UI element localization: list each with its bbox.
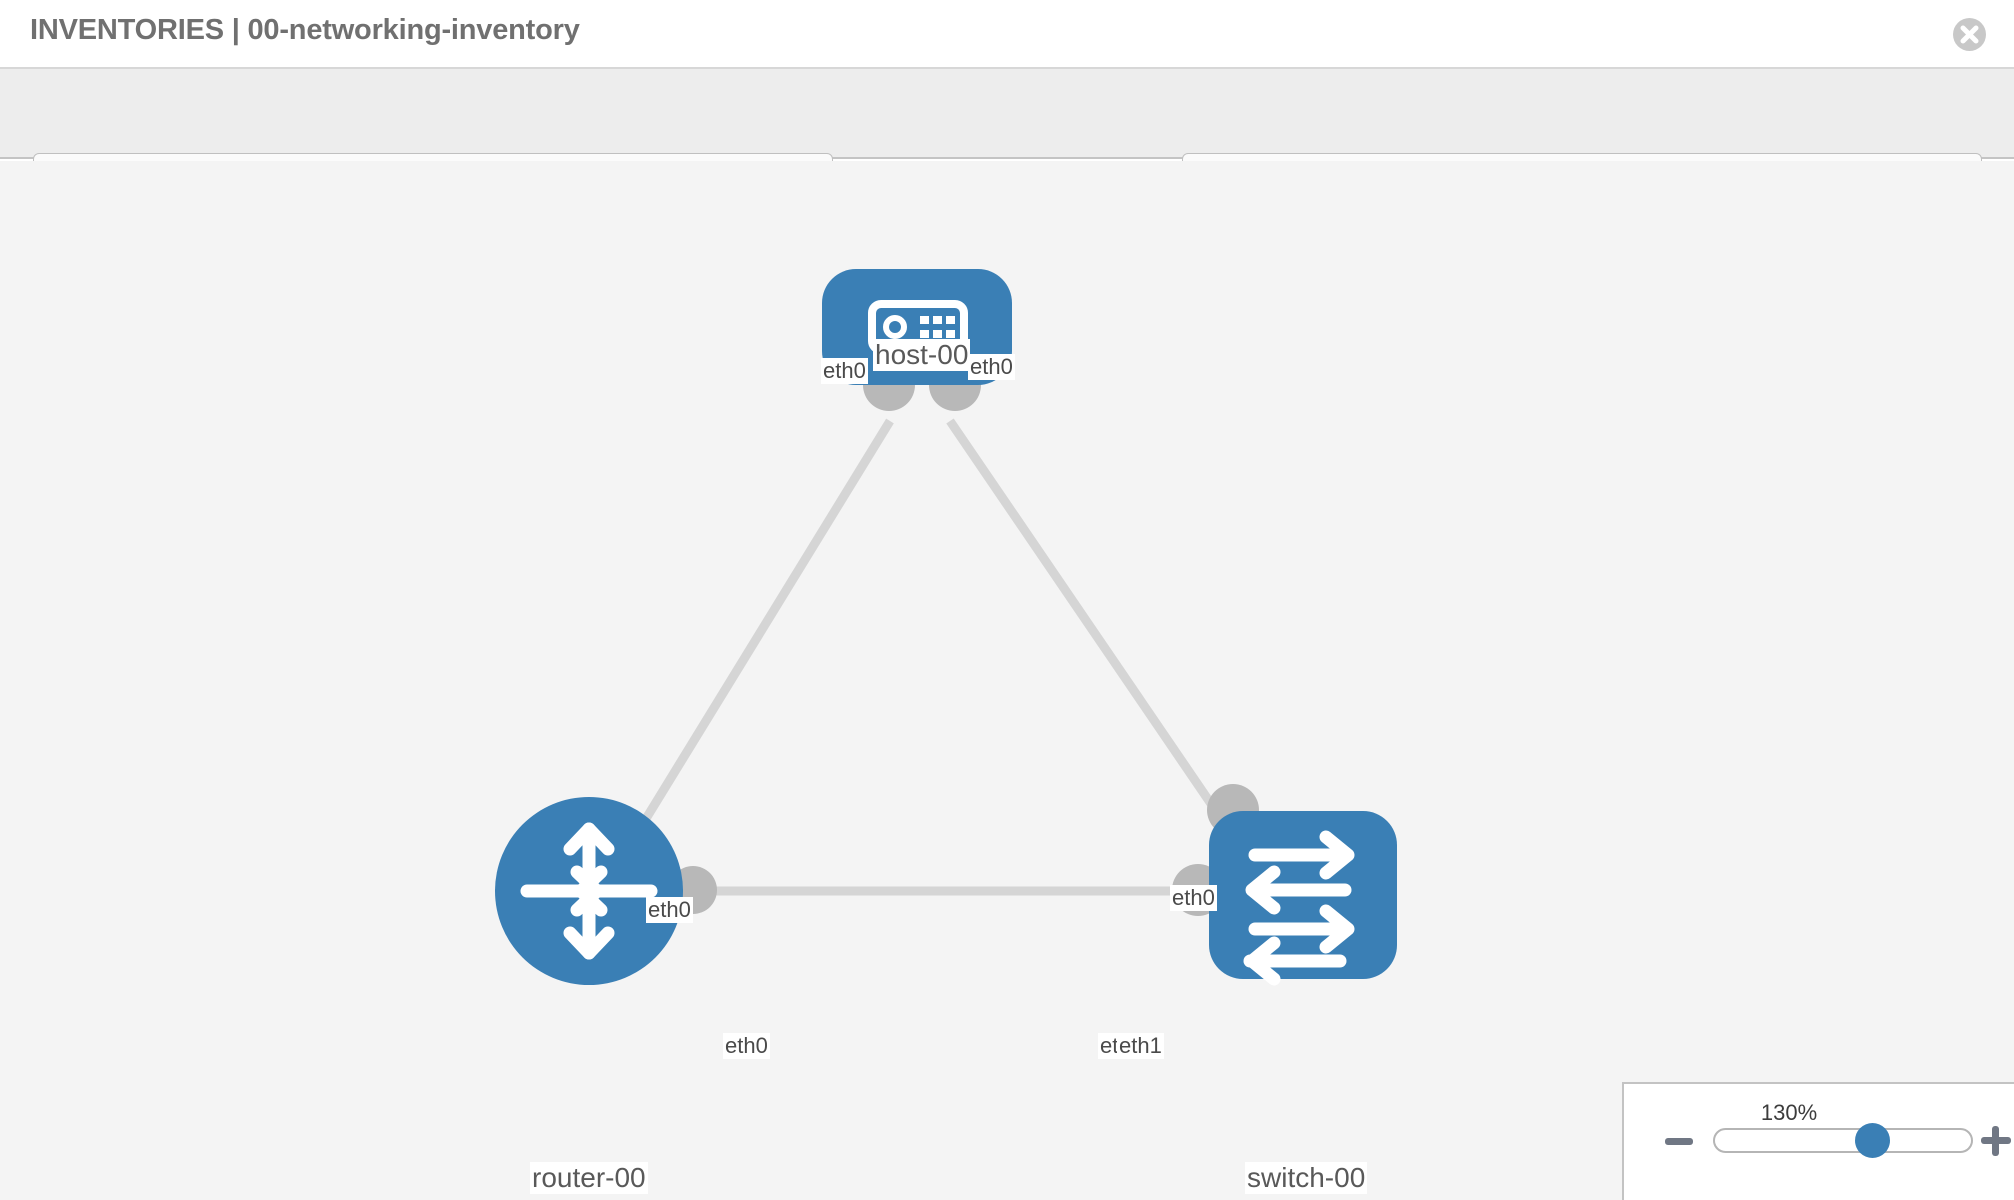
page-header: INVENTORIES | 00-networking-inventory xyxy=(0,0,2014,69)
toolbar: ACTIONS SEARCH xyxy=(0,69,2014,208)
zoom-in-button[interactable] xyxy=(1981,1126,2011,1156)
topology-graph xyxy=(495,269,1397,986)
switch-arrows-icon xyxy=(1243,830,1355,986)
edge-label-switch-up-eth0: eth0 xyxy=(1170,885,1217,911)
zoom-level-value: 130% xyxy=(1760,1100,1818,1125)
router-arrows-icon xyxy=(520,822,658,960)
node-router-00 xyxy=(495,797,683,985)
topology-links xyxy=(616,418,1254,896)
close-icon[interactable] xyxy=(1953,18,1986,51)
node-label-host-00: host-00 xyxy=(873,339,971,371)
edge-label-router-up-eth0: eth0 xyxy=(646,897,693,923)
zoom-control-panel: 130% xyxy=(1622,1082,2014,1200)
zoom-slider[interactable] xyxy=(1713,1123,1973,1158)
topology-canvas[interactable]: host-00 router-00 switch-00 eth0 eth0 et… xyxy=(0,161,2014,1200)
zoom-out-button[interactable] xyxy=(1665,1138,1693,1145)
node-switch-00 xyxy=(1209,811,1397,986)
zoom-slider-handle[interactable] xyxy=(1855,1123,1890,1158)
node-label-switch-00: switch-00 xyxy=(1245,1162,1368,1194)
edge-label-host-left-eth0: eth0 xyxy=(821,358,868,384)
edge-label-switch-left-eth1: eth1 xyxy=(1117,1033,1164,1059)
page-title: INVENTORIES | 00-networking-inventory xyxy=(30,14,580,46)
link-host-router xyxy=(616,418,894,864)
edge-label-host-right-eth0: eth0 xyxy=(968,354,1015,380)
link-host-switch xyxy=(946,418,1254,864)
node-label-router-00: router-00 xyxy=(530,1162,648,1194)
edge-label-router-right-eth0: eth0 xyxy=(723,1033,770,1059)
